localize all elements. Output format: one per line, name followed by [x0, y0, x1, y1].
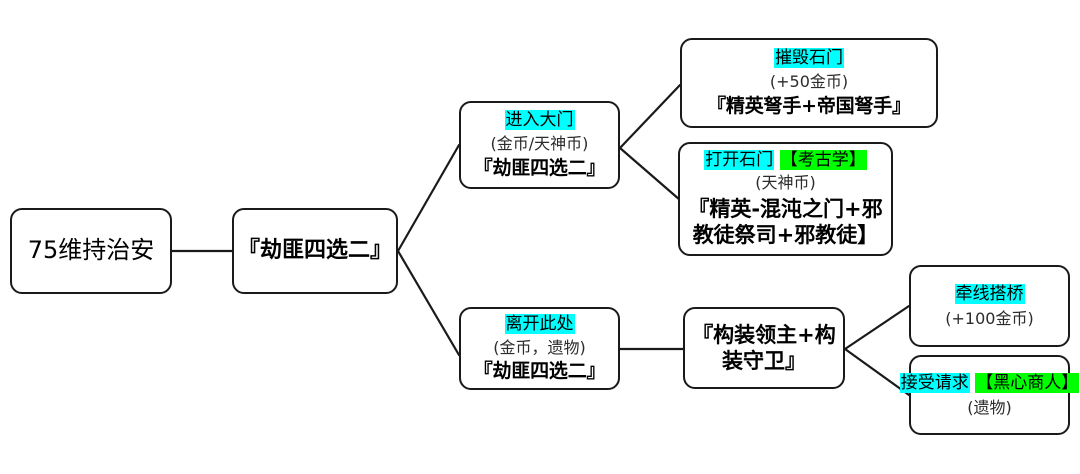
- edge-bandit-to-leave-here: [396, 249, 461, 357]
- node-open-stone-door[interactable]: 打开石门 【考古学】 (天神币) 『精英-混沌之门+邪 教徒祭司+邪教徒】: [678, 142, 893, 256]
- node-open-stone-door-cost: (天神币): [755, 173, 816, 193]
- node-leave-here[interactable]: 离开此处 (金币，遗物) 『劫匪四选二』: [459, 307, 620, 390]
- node-build-bridge-choice: 牵线搭桥: [954, 283, 1025, 304]
- node-build-bridge-cost: (+100金币): [945, 308, 1034, 328]
- node-enter-gate-reward: 『劫匪四选二』: [473, 156, 606, 179]
- edge-construct-to-bridge: [843, 304, 911, 351]
- node-destroy-stone-door-choice: 摧毁石门: [774, 48, 844, 69]
- node-leave-here-choice: 离开此处: [504, 313, 575, 334]
- node-accept-request-choice-row: 接受请求 【黑心商人】: [899, 372, 1080, 394]
- node-open-stone-door-reward-line1: 『精英-混沌之门+邪: [688, 196, 883, 221]
- node-leave-here-cost: (金币，遗物): [493, 337, 586, 357]
- node-enter-gate-choice: 进入大门: [504, 110, 575, 131]
- node-enter-gate[interactable]: 进入大门 (金币/天神币) 『劫匪四选二』: [459, 101, 620, 189]
- node-enter-gate-cost: (金币/天神币): [490, 134, 589, 154]
- node-destroy-stone-door-choice-row: 摧毁石门: [774, 48, 844, 69]
- node-accept-request-choice: 接受请求: [899, 372, 970, 393]
- node-construct-lord-reward-line2: 装守卫』: [722, 349, 806, 373]
- node-destroy-stone-door-cost: (+50金币): [769, 72, 849, 92]
- node-accept-request[interactable]: 接受请求 【黑心商人】 (遗物): [899, 355, 1080, 435]
- node-open-stone-door-skill: 【考古学】: [779, 149, 867, 170]
- node-open-stone-door-spacer: [774, 150, 779, 170]
- node-maintain-order[interactable]: 75维持治安: [10, 208, 172, 294]
- node-accept-request-cost: (遗物): [967, 397, 1012, 417]
- edge-enter-gate-to-destroy: [618, 83, 682, 150]
- node-bandit-choice-root[interactable]: 『劫匪四选二』: [232, 208, 398, 294]
- node-leave-here-reward: 『劫匪四选二』: [473, 360, 606, 383]
- node-accept-request-skill: 【黑心商人】: [975, 372, 1080, 393]
- node-construct-lord-reward-line1: 『构装领主+构: [692, 322, 836, 347]
- node-build-bridge-choice-row: 牵线搭桥: [954, 283, 1025, 305]
- node-destroy-stone-door-reward: 『精英弩手+帝国弩手』: [707, 94, 911, 117]
- node-construct-lord[interactable]: 『构装领主+构 装守卫』: [683, 307, 845, 389]
- node-enter-gate-choice-row: 进入大门: [504, 110, 575, 131]
- node-open-stone-door-reward-line2: 教徒祭司+邪教徒】: [692, 223, 879, 248]
- node-leave-here-choice-row: 离开此处: [504, 313, 575, 335]
- edge-bandit-to-enter-gate: [396, 143, 461, 253]
- node-bandit-choice-root-label: 『劫匪四选二』: [238, 237, 393, 263]
- node-destroy-stone-door[interactable]: 摧毁石门 (+50金币) 『精英弩手+帝国弩手』: [680, 38, 938, 128]
- node-maintain-order-label: 75维持治安: [27, 236, 155, 265]
- edge-enter-gate-to-open: [618, 146, 682, 202]
- node-open-stone-door-choice-row: 打开石门 【考古学】: [704, 149, 867, 171]
- node-build-bridge[interactable]: 牵线搭桥 (+100金币): [909, 265, 1070, 347]
- node-open-stone-door-choice: 打开石门: [704, 149, 775, 170]
